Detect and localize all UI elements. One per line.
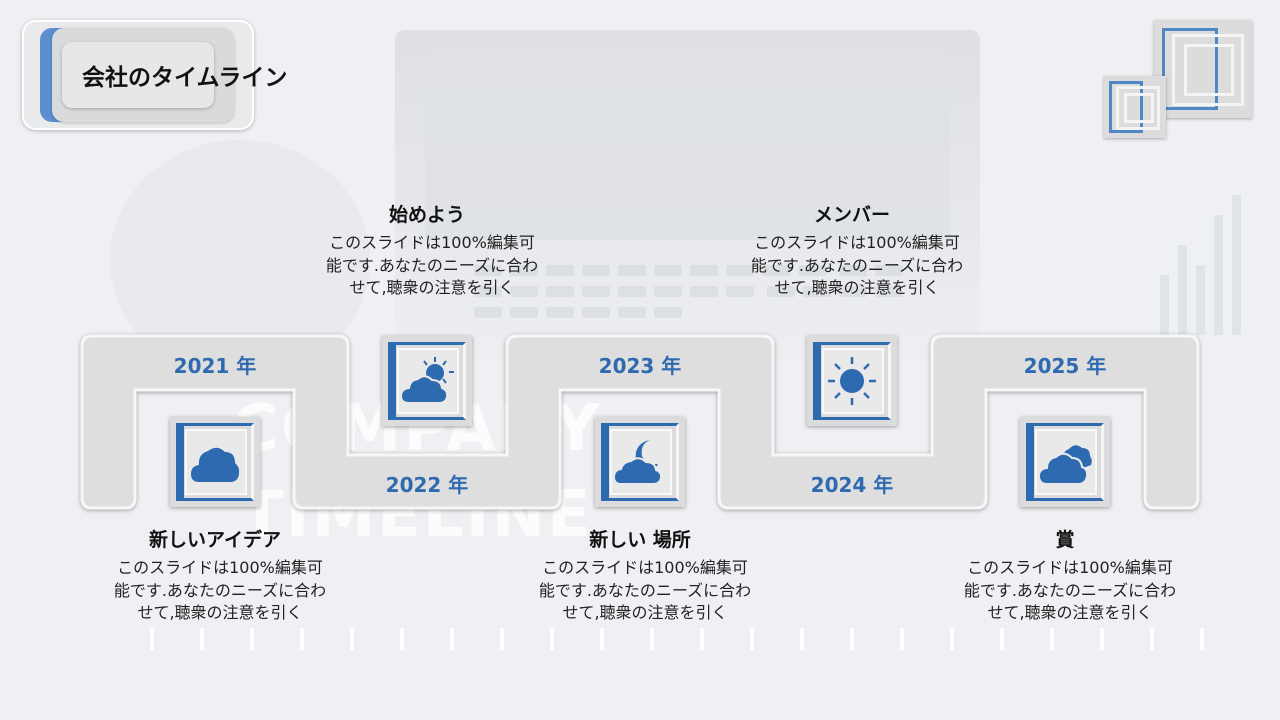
- cloud-icon: [191, 447, 240, 482]
- milestone-icon-box-4: [807, 336, 897, 426]
- night-cloud-icon: [612, 440, 663, 485]
- milestone-icon-box-3: [595, 417, 685, 507]
- milestone-heading-5: 賞: [1055, 529, 1075, 551]
- decor-frame-large: [1154, 20, 1252, 118]
- milestone-description-5: このスライドは100%編集可能です.あなたのニーズに合わせて,聴衆の注意を引く: [963, 558, 1177, 622]
- clouds-icon: [1037, 445, 1092, 485]
- background-bar-chart: [1160, 195, 1260, 335]
- sun-icon: [828, 357, 876, 405]
- partly-sunny-icon: [399, 357, 454, 404]
- milestone-description-2: このスライドは100%編集可能です.あなたのニーズに合わせて,聴衆の注意を引く: [325, 233, 539, 297]
- page-title: 会社のタイムライン: [82, 65, 288, 91]
- milestone-icon-box-2: [382, 336, 472, 426]
- milestone-description-3: このスライドは100%編集可能です.あなたのニーズに合わせて,聴衆の注意を引く: [538, 558, 752, 622]
- year-label-2022: 2022 年: [385, 473, 469, 497]
- title-inner: [62, 42, 214, 108]
- milestone-description-1: このスライドは100%編集可能です.あなたのニーズに合わせて,聴衆の注意を引く: [113, 558, 327, 622]
- milestone-heading-2: 始めよう: [388, 204, 465, 226]
- background-keyboard: [470, 262, 910, 332]
- milestone-heading-4: メンバー: [813, 204, 890, 226]
- decor-frame-small: [1104, 76, 1166, 138]
- milestone-heading-1: 新しいアイデア: [148, 529, 282, 551]
- milestone-heading-3: 新しい 場所: [589, 529, 691, 551]
- background-ticks: [150, 628, 1250, 652]
- milestone-icon-box-5: [1020, 417, 1110, 507]
- year-label-2024: 2024 年: [810, 473, 894, 497]
- year-label-2025: 2025 年: [1023, 354, 1107, 378]
- year-label-2021: 2021 年: [173, 354, 257, 378]
- milestone-description-4: このスライドは100%編集可能です.あなたのニーズに合わせて,聴衆の注意を引く: [750, 233, 964, 297]
- background-laptop-screen: [425, 50, 950, 240]
- milestone-icon-box-1: [170, 417, 260, 507]
- year-label-2023: 2023 年: [598, 354, 682, 378]
